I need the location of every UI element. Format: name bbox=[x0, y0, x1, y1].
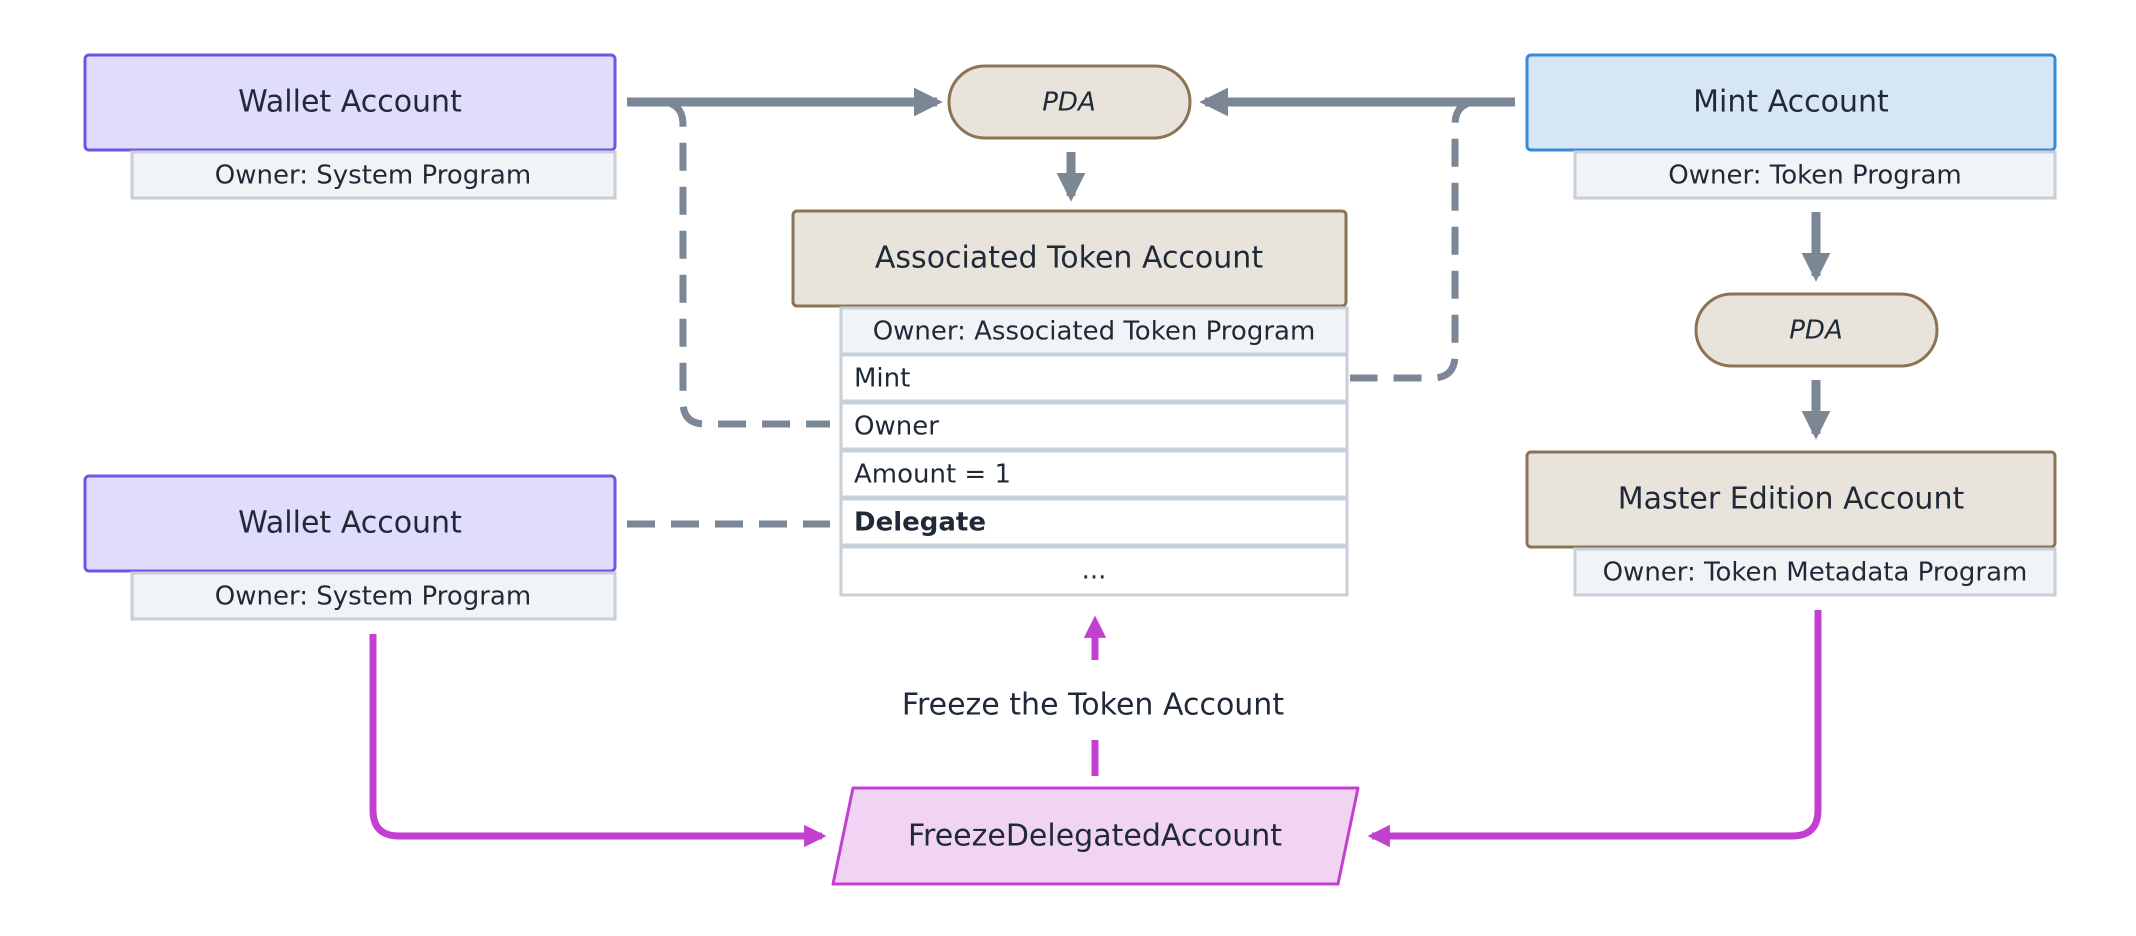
dashed-link-mint bbox=[1350, 98, 1515, 382]
pda-top-shape bbox=[947, 64, 1192, 140]
ata-field-delegate: Delegate bbox=[854, 508, 986, 538]
wallet-account-top-owner: Owner: System Program bbox=[215, 161, 531, 191]
pda-top-label: PDA bbox=[1042, 88, 1096, 118]
pda-right-shape bbox=[1694, 292, 1939, 368]
instruction-label: FreezeDelegatedAccount bbox=[908, 819, 1282, 854]
freeze-label: Freeze the Token Account bbox=[902, 688, 1284, 723]
master-edition-title: Master Edition Account bbox=[1618, 482, 1965, 517]
wallet-account-bottom-title: Wallet Account bbox=[238, 506, 462, 541]
ata-owner: Owner: Associated Token Program bbox=[873, 317, 1316, 347]
ata-field-row bbox=[839, 353, 1349, 403]
pda-right: PDA bbox=[1694, 292, 1939, 368]
ata-title: Associated Token Account bbox=[875, 241, 1263, 276]
wallet-account-top-title: Wallet Account bbox=[238, 85, 462, 120]
ata-field-row bbox=[839, 497, 1349, 547]
wallet-account-top-owner-box bbox=[130, 150, 617, 200]
wallet-account-bottom: Wallet Account Owner: System Program bbox=[83, 474, 617, 621]
ata-field-mint: Mint bbox=[854, 364, 910, 394]
mint-account-owner-box bbox=[1573, 150, 2057, 200]
wallet-account-top-box bbox=[83, 53, 617, 152]
pda-top: PDA bbox=[947, 64, 1192, 140]
mint-account-title: Mint Account bbox=[1693, 85, 1889, 120]
master-edition-account: Master Edition Account Owner: Token Meta… bbox=[1525, 450, 2057, 597]
wallet-account-top: Wallet Account Owner: System Program bbox=[83, 53, 617, 200]
master-edition-box bbox=[1525, 450, 2057, 549]
mint-account-box bbox=[1525, 53, 2057, 152]
mint-account: Mint Account Owner: Token Program bbox=[1525, 53, 2057, 200]
wallet-account-bottom-owner: Owner: System Program bbox=[215, 582, 531, 612]
wallet-account-bottom-owner-box bbox=[130, 571, 617, 621]
arrow-master-edition-to-instruction bbox=[1367, 610, 1822, 848]
wallet-account-bottom-box bbox=[83, 474, 617, 573]
freeze-label-bg bbox=[880, 682, 1300, 732]
ata-field-row bbox=[839, 449, 1349, 499]
ata-field-row bbox=[839, 545, 1349, 597]
ata-box bbox=[791, 209, 1348, 308]
mint-account-owner: Owner: Token Program bbox=[1668, 161, 1961, 191]
instruction-shape bbox=[831, 786, 1360, 886]
ata-field-more: ... bbox=[1082, 556, 1107, 586]
ata-owner-box bbox=[839, 306, 1349, 356]
ata-field-amount: Amount = 1 bbox=[854, 460, 1011, 490]
master-edition-owner-box bbox=[1573, 547, 2057, 597]
dashed-link-wallet-owner bbox=[627, 98, 830, 428]
pda-right-label: PDA bbox=[1789, 316, 1843, 346]
associated-token-account: Associated Token Account Owner: Associat… bbox=[791, 209, 1349, 597]
arrow-wallet-to-instruction bbox=[369, 634, 827, 848]
freeze-delegated-account-instruction: FreezeDelegatedAccount bbox=[831, 786, 1360, 886]
master-edition-owner: Owner: Token Metadata Program bbox=[1603, 558, 2028, 588]
ata-field-row bbox=[839, 401, 1349, 451]
ata-field-owner: Owner bbox=[854, 412, 939, 442]
